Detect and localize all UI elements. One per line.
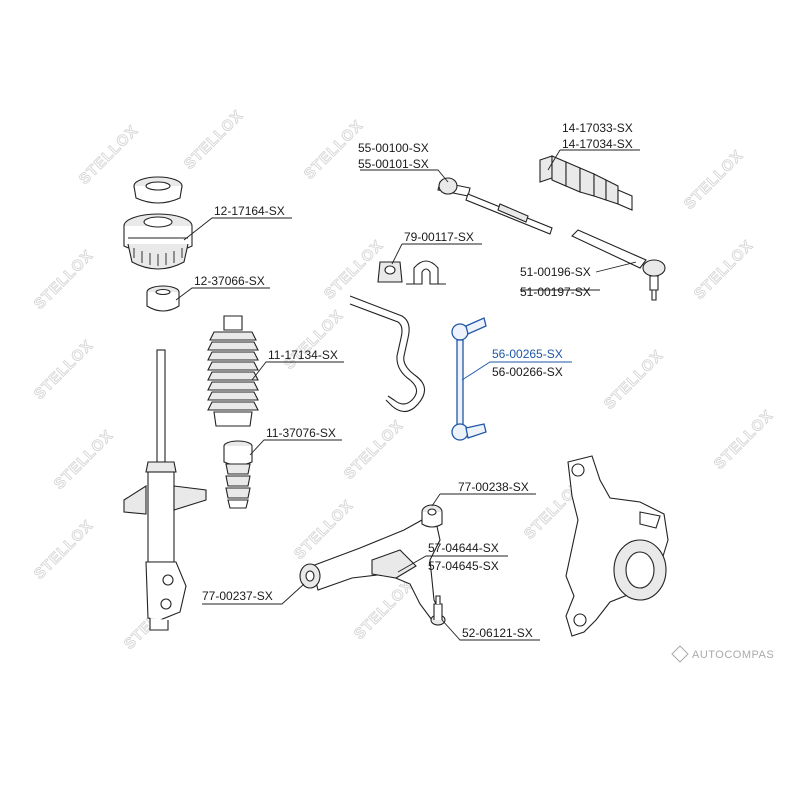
watermark-text: STELLOX [31, 247, 97, 313]
steering-knuckle-drawing [565, 455, 669, 637]
brand-text: AUTOCOMPAS [692, 649, 774, 661]
label-tie-rod-end-b[interactable]: 51-00197-SX [520, 285, 591, 299]
stabilizer-link-drawing [451, 317, 487, 441]
ball-joint-drawing [430, 595, 446, 626]
label-inner-tie-rod-b[interactable]: 55-00101-SX [358, 157, 429, 171]
watermark-text: STELLOX [51, 427, 117, 493]
watermark-text: STELLOX [31, 337, 97, 403]
brand-logo-icon [671, 645, 689, 663]
label-strut-mount[interactable]: 12-17164-SX [214, 204, 285, 218]
watermark-text: STELLOX [351, 577, 417, 643]
dust-boot-drawing [207, 315, 259, 427]
bump-stop-drawing [223, 440, 253, 509]
label-inner-tie-rod-a[interactable]: 55-00100-SX [358, 141, 429, 155]
inner-tie-rod-drawing [437, 177, 553, 235]
tie-rod-end-drawing [571, 229, 666, 301]
steering-boot-drawing [539, 155, 633, 211]
watermark-text: STELLOX [681, 147, 747, 213]
watermark-text: STELLOX [301, 117, 367, 183]
shock-absorber-drawing [123, 349, 207, 631]
bearing-drawing [146, 285, 180, 312]
label-arm-bushing-front[interactable]: 77-00238-SX [458, 480, 529, 494]
watermark-text: STELLOX [181, 107, 247, 173]
watermark-text: STELLOX [76, 122, 142, 188]
watermark-text: STELLOX [341, 417, 407, 483]
label-stabilizer-link-a[interactable]: 56-00265-SX [492, 347, 563, 361]
label-ball-joint[interactable]: 52-06121-SX [462, 626, 533, 640]
label-steering-boot-b[interactable]: 14-17034-SX [562, 137, 633, 151]
label-bump-stop[interactable]: 11-37076-SX [266, 426, 336, 440]
watermark-text: STELLOX [31, 517, 97, 583]
label-control-arm-a[interactable]: 57-04644-SX [428, 541, 499, 555]
label-tie-rod-end-a[interactable]: 51-00196-SX [520, 265, 591, 279]
label-stabilizer-link-b[interactable]: 56-00266-SX [492, 365, 563, 379]
label-steering-boot-a[interactable]: 14-17033-SX [562, 121, 633, 135]
front-bushing-drawing [421, 504, 443, 528]
watermark-text: STELLOX [601, 347, 667, 413]
stabilizer-bar-drawing [349, 295, 426, 413]
brand-mark: AUTOCOMPAS [671, 645, 774, 663]
stabilizer-bushing-drawing [377, 260, 446, 285]
label-dust-boot[interactable]: 11-17134-SX [268, 348, 338, 362]
label-stabilizer-bushing[interactable]: 79-00117-SX [404, 230, 474, 244]
top-mount-cap-drawing [133, 176, 183, 204]
label-bearing[interactable]: 12-37066-SX [194, 274, 265, 288]
rear-bushing-drawing [299, 563, 321, 589]
label-control-arm-b[interactable]: 57-04645-SX [428, 559, 499, 573]
label-arm-bushing-rear[interactable]: 77-00237-SX [202, 589, 273, 603]
watermark-text: STELLOX [321, 237, 387, 303]
watermark-text: STELLOX [281, 307, 347, 373]
leader-lines [175, 149, 640, 641]
watermark-text: STELLOX [711, 407, 777, 473]
strut-mount-drawing [123, 213, 193, 270]
watermark-text: STELLOX [691, 237, 757, 303]
part-labels: 12-17164-SX 12-37066-SX 11-17134-SX 11-3… [194, 121, 633, 640]
